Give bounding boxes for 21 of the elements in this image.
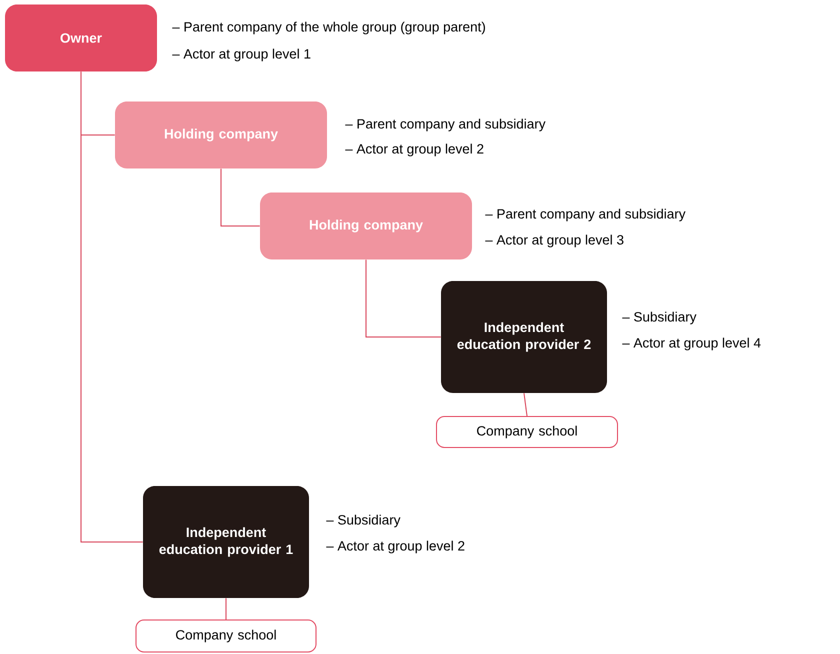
- description-text: – Actor at group level 3: [485, 234, 624, 248]
- owner-box: Owner: [5, 4, 157, 72]
- description-text: – Parent company and subsidiary: [485, 208, 686, 222]
- school-box: Company school: [136, 620, 316, 652]
- description-text: – Actor at group level 4: [622, 338, 761, 350]
- provider-box: Independent education provider 2: [441, 281, 607, 393]
- description-text: – Actor at group level 1: [172, 48, 310, 62]
- description-text: – Actor at group level 2: [345, 144, 484, 156]
- school-box: Company school: [436, 416, 618, 448]
- description-text: – Subsidiary: [326, 514, 400, 528]
- connector-line: [220, 168, 260, 226]
- description-text: – Parent company of the whole group (group parent): [172, 22, 485, 34]
- description-text: – Subsidiary: [622, 312, 696, 324]
- connector-line: [80, 71, 144, 542]
- description-text: – Actor at group level 2: [326, 540, 464, 554]
- provider-box: Independent education provider 1: [143, 486, 309, 598]
- connector-line: [524, 392, 528, 416]
- connector-line: [366, 259, 442, 338]
- description-text: – Parent company and subsidiary: [345, 118, 546, 132]
- holding-box: Holding company: [260, 192, 472, 260]
- holding-box: Holding company: [115, 102, 327, 168]
